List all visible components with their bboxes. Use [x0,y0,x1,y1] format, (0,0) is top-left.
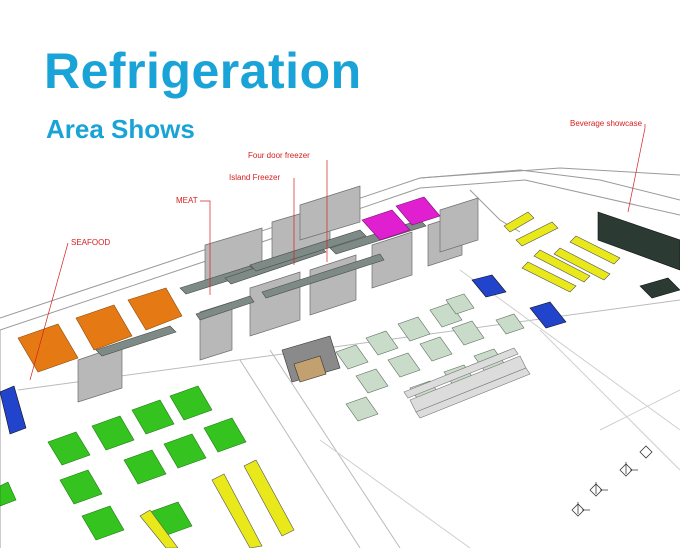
display-tiles [335,293,525,422]
serve-over-counters [95,219,427,357]
callout-leaders [29,124,646,381]
blue-fixtures [0,274,567,435]
building-outline [0,167,680,548]
checkout-aisles [403,347,531,419]
produce-tiles [0,385,247,541]
page-subtitle: Area Shows [46,114,195,144]
magenta-pads [361,196,441,241]
callout-island-freezer: Island Freezer [229,173,280,182]
seafood-pads [17,287,183,373]
callout-meat: MEAT [176,196,198,205]
beverage-showcase-units [597,211,680,299]
page-title: Refrigeration [44,43,362,99]
planters [571,445,653,517]
callout-four-door-freezer: Four door freezer [248,151,310,160]
yellow-fixtures [139,211,621,548]
callout-beverage-showcase: Beverage showcase [570,119,643,128]
callout-seafood: SEAFOOD [71,238,110,247]
deli-block [281,335,341,383]
